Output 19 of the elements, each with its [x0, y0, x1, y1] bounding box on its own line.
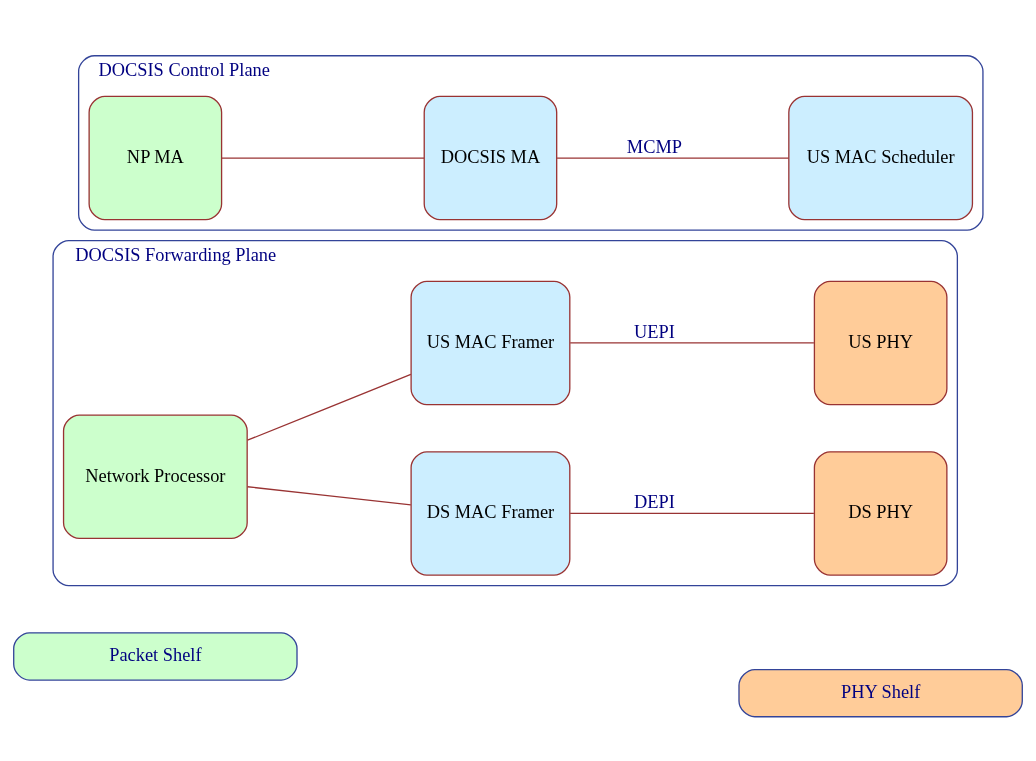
node-box: DOCSIS MA [423, 95, 558, 220]
node-box: US MAC Scheduler [788, 95, 974, 220]
edge-label: DEPI [633, 491, 675, 512]
connector [246, 373, 412, 441]
node-box: NP MA [88, 95, 223, 220]
node-box: Network Processor [62, 413, 248, 539]
connector [569, 341, 815, 344]
connector [246, 485, 412, 505]
node-box: Packet Shelf [13, 631, 298, 681]
edge-label: UEPI [633, 321, 675, 342]
node-box: US PHY [813, 280, 948, 405]
edge-label: MCMP [626, 136, 682, 157]
connector [569, 512, 815, 514]
node-box: DS PHY [813, 450, 948, 576]
connector [221, 156, 425, 159]
node-box: US MAC Framer [410, 280, 571, 405]
connector [556, 156, 790, 159]
node-box: DS MAC Framer [410, 450, 571, 576]
node-box: PHY Shelf [738, 668, 1023, 717]
